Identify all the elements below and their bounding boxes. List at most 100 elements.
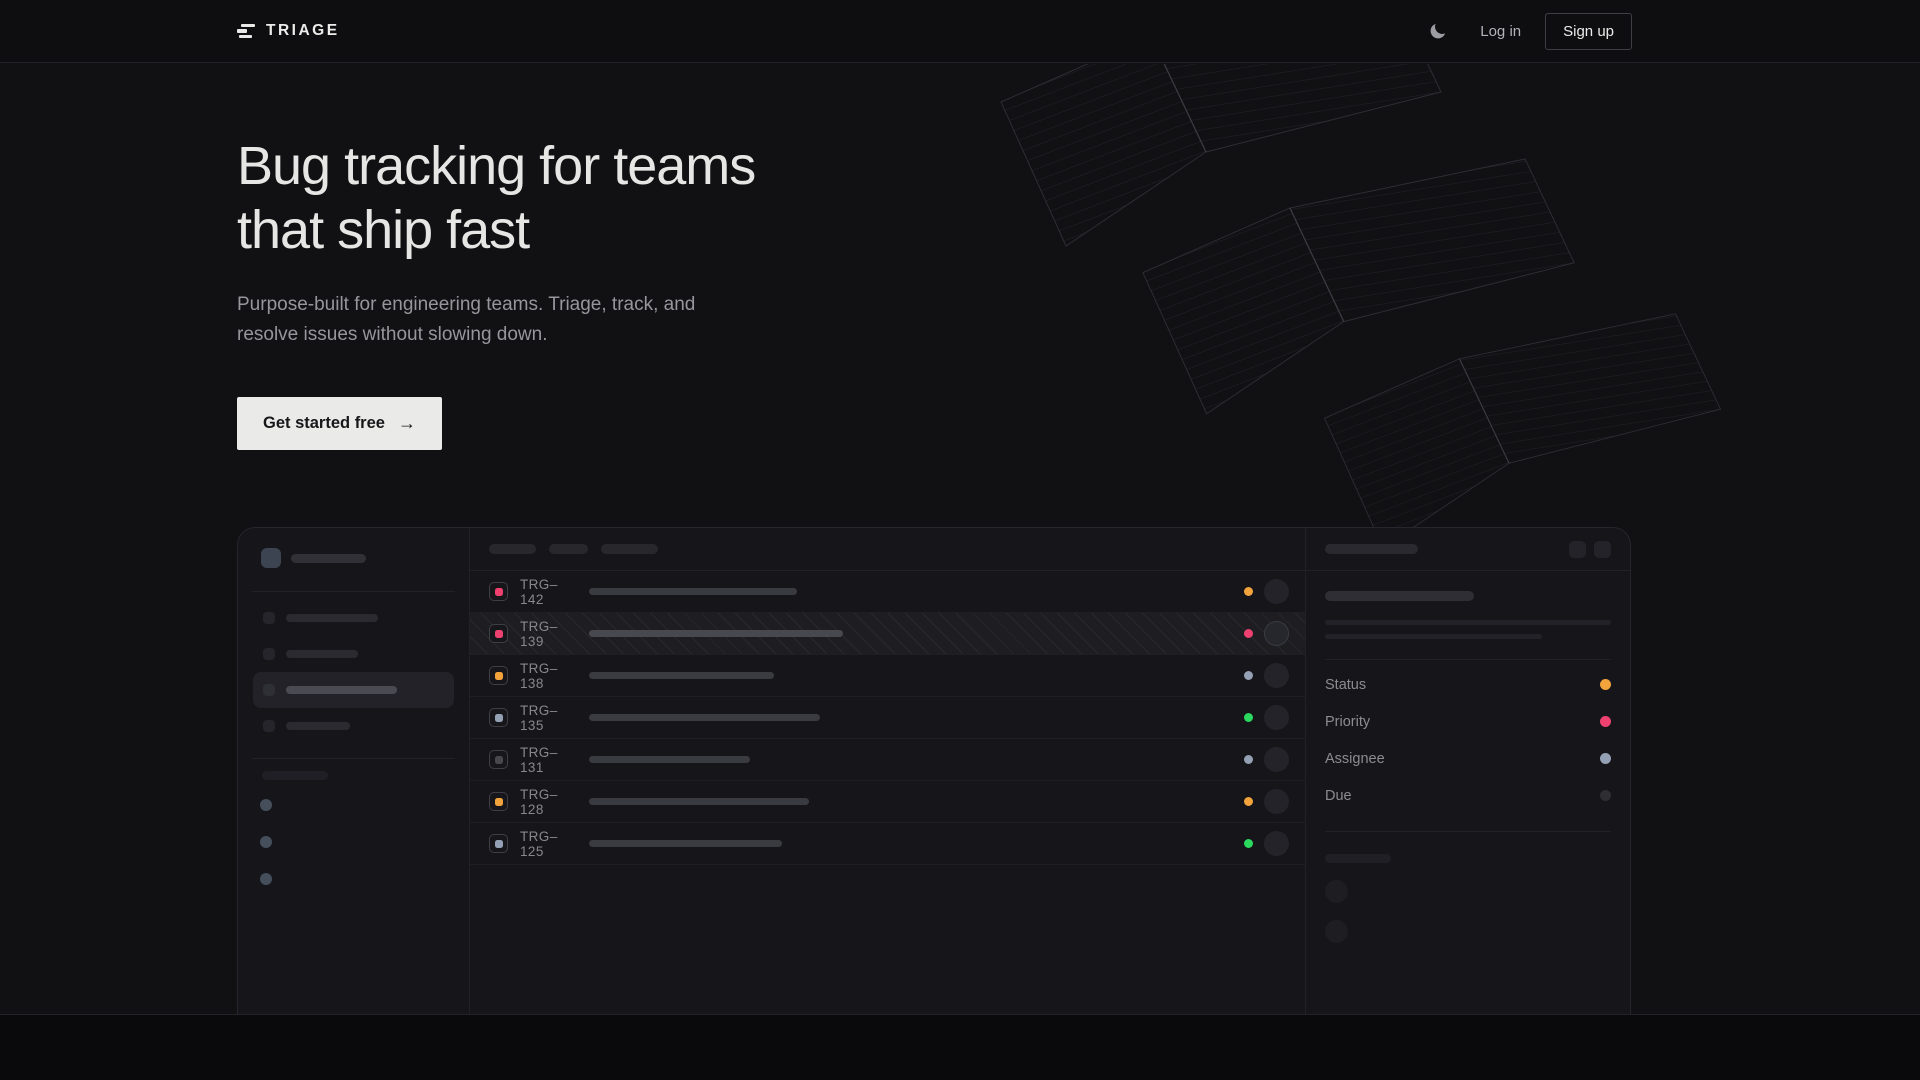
issue-checkbox bbox=[489, 624, 508, 643]
workspace-name-placeholder bbox=[291, 553, 366, 563]
mock-issue-list: TRG–142 TRG–139 TRG–138 TRG–135 TRG–131 … bbox=[470, 528, 1306, 1014]
panel-body: Status Priority Assignee Due bbox=[1306, 571, 1630, 943]
mock-nav-item-active bbox=[253, 672, 454, 708]
filter-pill-placeholder bbox=[549, 544, 588, 554]
panel-divider bbox=[1325, 831, 1611, 832]
panel-title-placeholder bbox=[1325, 544, 1418, 554]
nav-icon-placeholder bbox=[263, 648, 275, 660]
issue-title-bar-placeholder bbox=[589, 672, 774, 679]
nav-right: Log in Sign up bbox=[1424, 12, 1632, 50]
issue-id: TRG–125 bbox=[520, 828, 558, 859]
issue-title-bar-placeholder bbox=[589, 714, 820, 721]
brand[interactable]: TRIAGE bbox=[237, 22, 340, 40]
brand-name: TRIAGE bbox=[266, 22, 340, 39]
issue-title-bar-placeholder bbox=[589, 756, 750, 763]
sidebar-dot-placeholder bbox=[260, 799, 272, 811]
issue-id: TRG–135 bbox=[520, 702, 558, 733]
mock-nav-item bbox=[253, 708, 454, 744]
issue-status-dot bbox=[1244, 839, 1253, 848]
meta-label: Due bbox=[1325, 787, 1352, 804]
nav-label-placeholder bbox=[286, 614, 378, 622]
meta-label: Status bbox=[1325, 676, 1367, 693]
issue-status-dot bbox=[1244, 755, 1253, 764]
panel-header-actions bbox=[1569, 540, 1611, 558]
issue-status-dot bbox=[1244, 587, 1253, 596]
issue-row: TRG–142 bbox=[470, 571, 1305, 613]
meta-value-dot bbox=[1600, 753, 1611, 764]
get-started-label: Get started free bbox=[263, 414, 385, 432]
issue-id: TRG–131 bbox=[520, 744, 558, 775]
filter-pill-placeholder bbox=[489, 544, 536, 554]
issue-type-dot bbox=[494, 797, 503, 806]
moon-icon bbox=[1430, 23, 1446, 39]
mock-sidebar bbox=[238, 528, 470, 1014]
issue-title-bar-placeholder bbox=[589, 630, 843, 637]
app-preview-card: TRG–142 TRG–139 TRG–138 TRG–135 TRG–131 … bbox=[237, 527, 1631, 1014]
get-started-button[interactable]: Get started free → bbox=[237, 397, 442, 450]
mock-nav-item bbox=[253, 600, 454, 636]
issue-type-dot bbox=[494, 629, 503, 638]
issue-type-dot bbox=[494, 755, 503, 764]
meta-label: Priority bbox=[1325, 713, 1371, 730]
issue-assignee-avatar bbox=[1264, 831, 1289, 856]
nav-icon-placeholder bbox=[263, 684, 275, 696]
hero-subtitle: Purpose-built for engineering teams. Tri… bbox=[237, 294, 696, 345]
workspace-avatar bbox=[261, 548, 281, 568]
nav-label-placeholder bbox=[286, 650, 358, 658]
issue-id: TRG–142 bbox=[520, 576, 558, 607]
mock-workspace-row bbox=[261, 548, 453, 568]
sidebar-dot-placeholder bbox=[260, 836, 272, 848]
issue-assignee-avatar bbox=[1264, 747, 1289, 772]
issue-checkbox bbox=[489, 792, 508, 811]
filter-pill-placeholder bbox=[601, 544, 658, 554]
issue-assignee-avatar bbox=[1264, 579, 1289, 604]
issue-assignee-avatar bbox=[1264, 663, 1289, 688]
activity-avatar-placeholder bbox=[1325, 880, 1348, 903]
signup-button[interactable]: Sign up bbox=[1545, 12, 1632, 50]
issue-status-dot bbox=[1244, 629, 1253, 638]
meta-label: Assignee bbox=[1325, 750, 1385, 767]
activity-avatar-placeholder bbox=[1325, 920, 1348, 943]
issue-status-dot bbox=[1244, 713, 1253, 722]
mock-detail-panel: Status Priority Assignee Due bbox=[1306, 528, 1630, 1014]
issue-title-bar-placeholder bbox=[589, 840, 782, 847]
theme-toggle-button[interactable] bbox=[1424, 17, 1452, 45]
mock-nav-list bbox=[253, 600, 454, 744]
meta-value-dot bbox=[1600, 679, 1611, 690]
meta-row: Priority bbox=[1325, 703, 1611, 740]
mock-list-header bbox=[470, 528, 1305, 571]
issue-row: TRG–138 bbox=[470, 655, 1305, 697]
issue-checkbox bbox=[489, 834, 508, 853]
activity-label-placeholder bbox=[1325, 854, 1391, 863]
triage-logo-icon bbox=[237, 23, 255, 39]
section-label-placeholder bbox=[262, 771, 328, 780]
wireframe-ribbons-decoration bbox=[1000, 64, 1722, 532]
nav-icon-placeholder bbox=[263, 612, 275, 624]
issue-row: TRG–135 bbox=[470, 697, 1305, 739]
nav-icon-placeholder bbox=[263, 720, 275, 732]
issue-id: TRG–139 bbox=[520, 618, 558, 649]
issue-type-dot bbox=[494, 839, 503, 848]
nav-label-placeholder bbox=[286, 686, 397, 694]
login-link[interactable]: Log in bbox=[1480, 22, 1522, 40]
issue-id: TRG–128 bbox=[520, 786, 558, 817]
issue-checkbox bbox=[489, 708, 508, 727]
sidebar-divider bbox=[252, 591, 455, 592]
panel-divider bbox=[1325, 659, 1611, 660]
issue-assignee-avatar bbox=[1264, 621, 1289, 646]
meta-value-dot bbox=[1600, 790, 1611, 801]
issue-title-placeholder bbox=[1325, 591, 1474, 601]
issue-assignee-avatar bbox=[1264, 789, 1289, 814]
nav-label-placeholder bbox=[286, 722, 350, 730]
description-line-placeholder bbox=[1325, 634, 1542, 639]
issue-row: TRG–128 bbox=[470, 781, 1305, 823]
issue-row: TRG–139 bbox=[470, 613, 1305, 655]
issue-type-dot bbox=[494, 671, 503, 680]
panel-action-placeholder bbox=[1569, 540, 1586, 558]
issue-row: TRG–131 bbox=[470, 739, 1305, 781]
hero-heading-line1: Bug tracking for teams bbox=[237, 136, 756, 196]
meta-row: Due bbox=[1325, 777, 1611, 814]
arrow-right-icon: → bbox=[397, 413, 416, 433]
